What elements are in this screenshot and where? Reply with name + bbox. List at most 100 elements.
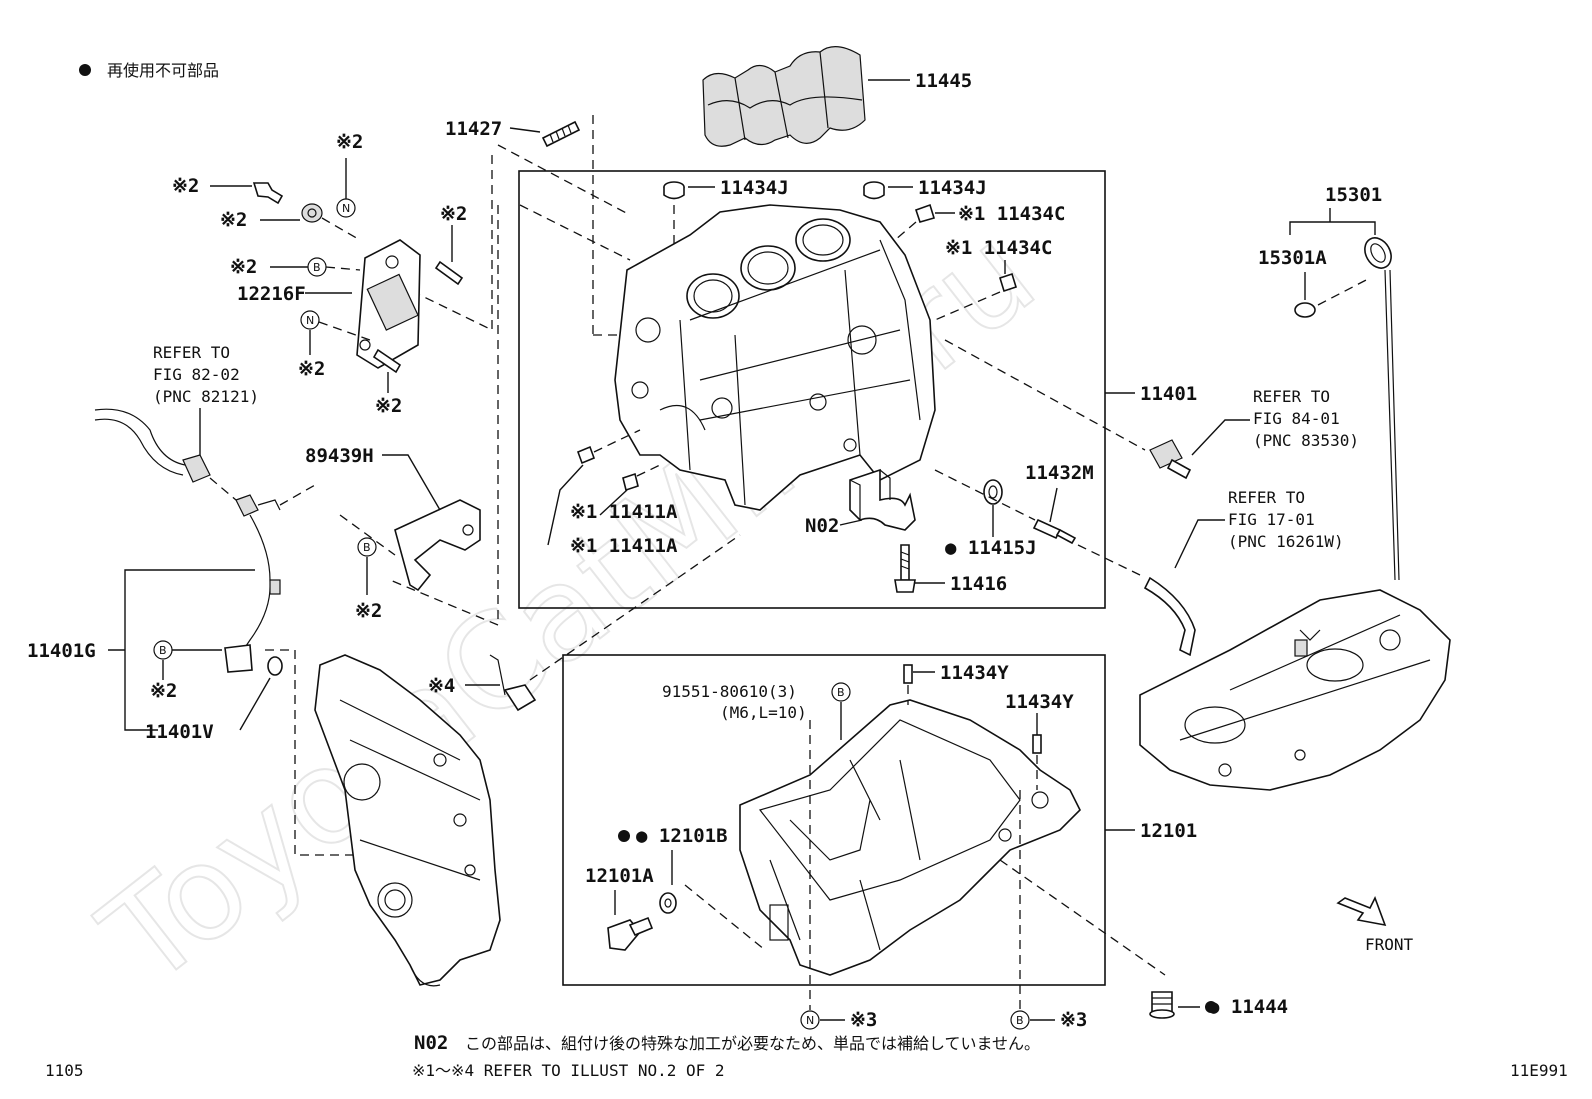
label-11434C-a: ※1 11434C	[958, 203, 1065, 225]
label-12101B: ● 12101B	[636, 825, 728, 847]
label-12101A: 12101A	[585, 865, 654, 887]
mark-k2-f: ※2	[230, 256, 257, 278]
label-11432M: 11432M	[1025, 462, 1094, 484]
svg-text:B: B	[837, 686, 845, 699]
part-12101A-gasket-drawing[interactable]	[659, 892, 677, 914]
label-11434J-b: 11434J	[918, 177, 987, 199]
label-11427: 11427	[445, 118, 502, 140]
label-N02: N02	[805, 515, 839, 537]
part-11427-drawing[interactable]	[541, 120, 581, 148]
label-12101: 12101	[1140, 820, 1197, 842]
part-15301-dipstick-drawing[interactable]	[1360, 233, 1400, 581]
part-11434C-b-drawing[interactable]	[999, 272, 1017, 293]
svg-text:N: N	[306, 314, 314, 327]
mark-k4: ※4	[428, 675, 455, 697]
part-89439H-drawing[interactable]	[394, 499, 481, 592]
mark-k2-a: ※2	[172, 175, 199, 197]
mark-k2-e: ※2	[336, 131, 363, 153]
svg-text:B: B	[363, 541, 371, 554]
mark-k3-b: ※3	[1060, 1009, 1087, 1031]
part-11411A-a-drawing[interactable]	[576, 445, 596, 465]
label-11401G: 11401G	[27, 640, 96, 662]
part-11401-cylinder-block-drawing[interactable]	[614, 204, 936, 511]
label-11434Y-a: 11434Y	[940, 662, 1009, 684]
part-12101-oil-pan-drawing[interactable]	[739, 699, 1081, 976]
label-11434Y-b: 11434Y	[1005, 691, 1074, 713]
circle-B-91551	[831, 682, 851, 702]
front-label: FRONT	[1365, 935, 1414, 954]
part-12101B-drain-plug-drawing[interactable]	[607, 916, 654, 951]
label-11411A-a: ※1 11411A	[570, 501, 678, 523]
part-11434J-b-drawing[interactable]	[863, 181, 885, 200]
timing-chain-cover-drawing[interactable]	[314, 654, 501, 987]
ref2-line2: FIG 84-01	[1253, 409, 1340, 428]
cylinder-head-cover-drawing[interactable]	[1139, 589, 1451, 791]
label-11434J-a: 11434J	[720, 177, 789, 199]
part-11432M-drawing[interactable]	[1032, 518, 1077, 545]
part-12216F-drawing[interactable]	[356, 239, 421, 369]
label-89439H: 89439H	[305, 445, 374, 467]
stud-lower-drawing[interactable]	[372, 348, 402, 374]
harness-connector-drawing[interactable]	[94, 408, 211, 483]
engine-block-frame	[518, 170, 1106, 609]
part-11445-drawing[interactable]	[702, 46, 866, 147]
part-11434Y-b-drawing[interactable]	[1032, 734, 1042, 754]
svg-text:B: B	[1016, 1014, 1024, 1027]
label-11411A-b: ※1 11411A	[570, 535, 678, 557]
label-11444: ● 11444	[1208, 996, 1288, 1018]
label-11434C-b: ※1 11434C	[945, 237, 1052, 259]
mark-k2-h: ※2	[150, 680, 177, 702]
label-15301A: 15301A	[1258, 247, 1327, 269]
label-11415J: ● 11415J	[945, 537, 1037, 559]
svg-text:B: B	[313, 261, 321, 274]
stud-right-drawing[interactable]	[434, 260, 464, 286]
ref1-line1: REFER TO	[153, 343, 230, 362]
mark-k2-g: ※2	[298, 358, 325, 380]
mark-k2-i: ※2	[355, 600, 382, 622]
footer-illust-note: ※1～※4 REFER TO ILLUST NO.2 OF 2	[412, 1061, 725, 1080]
front-arrow-icon	[1336, 895, 1387, 927]
bolt-a-drawing[interactable]	[252, 182, 284, 205]
footer-n02-code: N02	[414, 1032, 448, 1054]
footer-n02-text: この部品は、組付け後の特殊な加工が必要なため、単品では補給していません。	[465, 1034, 1040, 1053]
circle-N-low	[300, 310, 320, 330]
circle-B-bottom	[1010, 1010, 1030, 1030]
part-11434C-a-drawing[interactable]	[914, 203, 936, 223]
part-15301A-oring-drawing[interactable]	[1294, 302, 1316, 318]
bullet-11444-icon	[1205, 1001, 1217, 1013]
legend-bullet-icon	[79, 64, 91, 76]
ref1-line3: (PNC 82121)	[153, 387, 259, 406]
part-11434J-a-drawing[interactable]	[663, 181, 685, 200]
part-11416-drawing[interactable]	[894, 544, 916, 593]
label-12216F: 12216F	[237, 283, 306, 305]
circle-B-89439H	[357, 537, 377, 557]
part-11415J-drawing[interactable]	[983, 479, 1003, 505]
svg-text:N: N	[342, 202, 350, 215]
part-11411A-b-drawing[interactable]	[622, 472, 639, 492]
part-11401G-sensor-drawing[interactable]	[224, 494, 283, 676]
svg-text:N: N	[806, 1014, 814, 1027]
label-15301: 15301	[1325, 184, 1382, 206]
mark-k2-c: ※2	[440, 203, 467, 225]
label-11401V: 11401V	[145, 721, 214, 743]
bullet-12101B-icon	[618, 830, 630, 842]
ref3-line1: REFER TO	[1228, 488, 1305, 507]
ref1-line2: FIG 82-02	[153, 365, 240, 384]
footer-right-code: 11E991	[1510, 1061, 1568, 1080]
oil-pipe-bracket-drawing[interactable]	[489, 654, 537, 712]
label-11401: 11401	[1140, 383, 1197, 405]
legend-text: 再使用不可部品	[107, 61, 219, 80]
oil-pressure-switch-drawing[interactable]	[1149, 439, 1192, 480]
mark-k3-a: ※3	[850, 1009, 877, 1031]
part-N02-bearing-cap-drawing[interactable]	[849, 468, 916, 531]
part-11434Y-a-drawing[interactable]	[903, 664, 913, 684]
label-91551: 91551-80610(3)	[662, 682, 797, 701]
mark-k2-d: ※2	[375, 395, 402, 417]
label-91551-sub: (M6,L=10)	[720, 703, 807, 722]
svg-text:B: B	[159, 644, 167, 657]
breather-hose-drawing[interactable]	[1143, 576, 1196, 657]
part-11444-drawing[interactable]	[1149, 991, 1175, 1019]
oil-pan-frame	[562, 654, 1106, 986]
bolt-b-drawing[interactable]	[301, 203, 323, 223]
